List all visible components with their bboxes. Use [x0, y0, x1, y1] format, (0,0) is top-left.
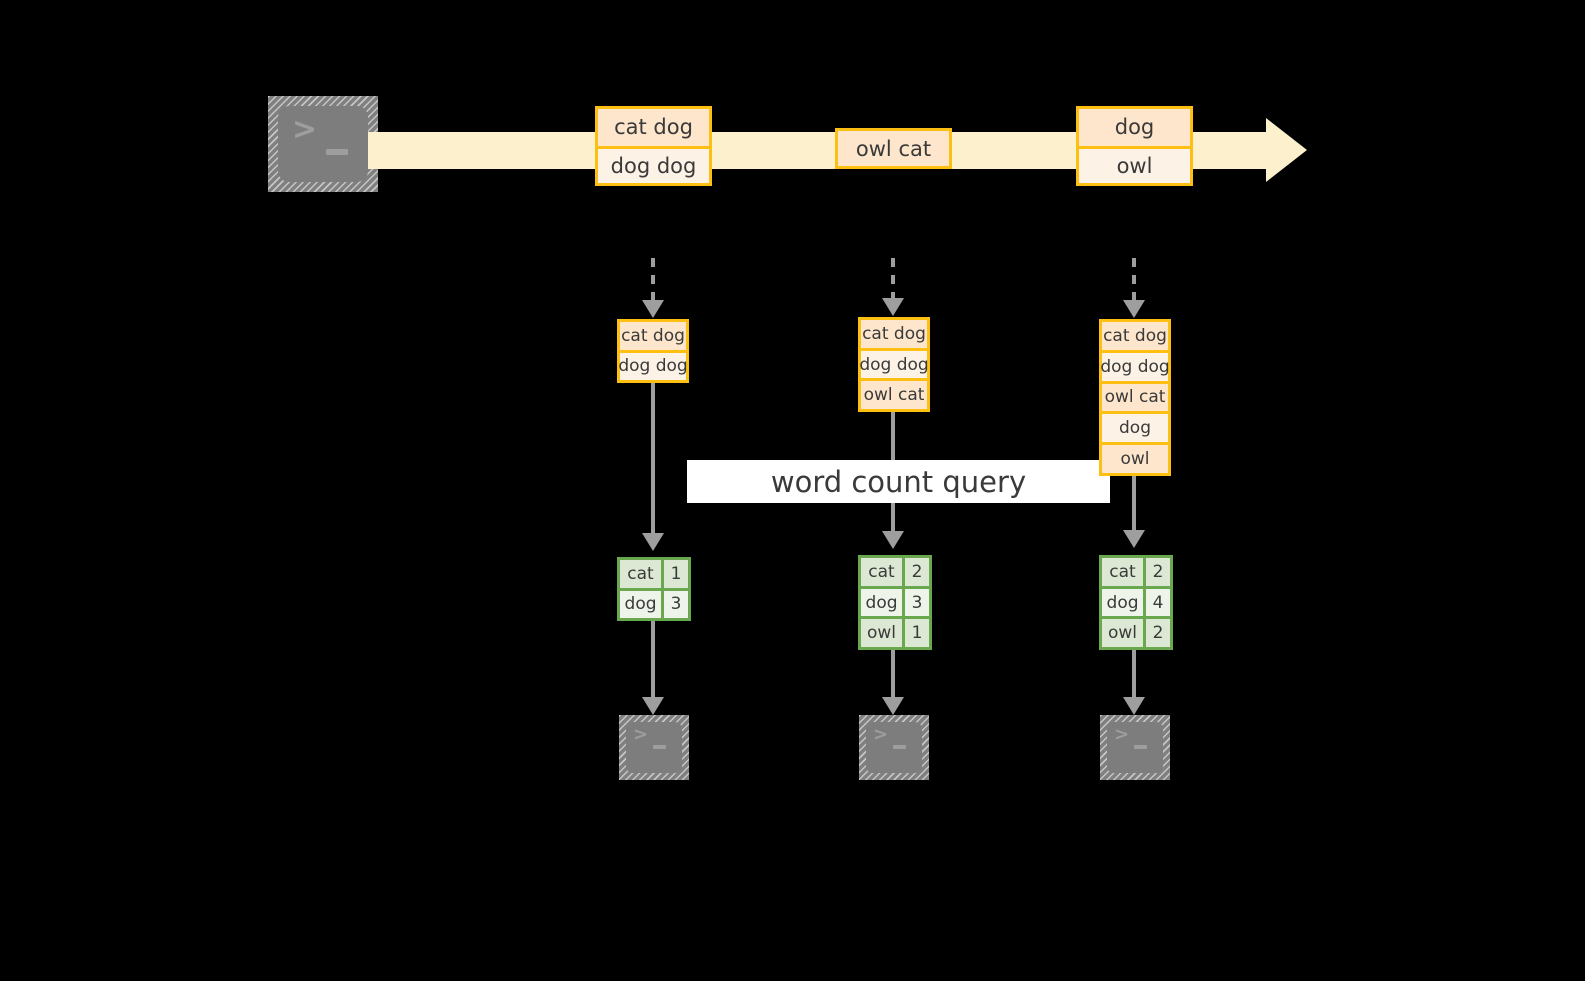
- prompt-cursor-icon: [653, 745, 666, 749]
- snapshot-row: dog dog: [618, 349, 688, 380]
- result-row: owl 1: [861, 616, 929, 648]
- result-word-cell: dog: [861, 588, 903, 617]
- terminal-screen: >: [866, 722, 922, 773]
- prompt-cursor-icon: [326, 149, 348, 155]
- result-word-cell: dog: [620, 590, 662, 618]
- query-arrow-head-1: [642, 533, 664, 551]
- stream-event-row: cat dog: [598, 109, 709, 146]
- snapshot-box-3: cat dog dog dog owl cat dog owl: [1099, 319, 1171, 476]
- result-count-cell: 1: [661, 560, 688, 588]
- query-line-1: [651, 383, 655, 535]
- snapshot-row: dog dog: [1100, 349, 1170, 381]
- result-word-cell: cat: [1102, 558, 1144, 586]
- result-count-cell: 2: [902, 558, 929, 586]
- prompt-chevron-icon: >: [873, 724, 889, 745]
- trigger-dashed-line-3: [1132, 258, 1136, 303]
- snapshot-row: owl: [1102, 442, 1168, 473]
- snapshot-row: owl cat: [861, 378, 927, 410]
- result-row: cat 1: [620, 560, 688, 588]
- stream-event-3: dog owl: [1076, 106, 1193, 186]
- result-count-cell: 2: [1143, 619, 1170, 648]
- snapshot-row: cat dog: [1102, 322, 1168, 350]
- stream-event-row: dog dog: [598, 145, 709, 183]
- result-table-3: cat 2 dog 4 owl 2: [1099, 555, 1173, 650]
- query-arrow-head-2: [882, 531, 904, 549]
- terminal-screen: >: [626, 722, 682, 773]
- sink-terminal-icon-3: >: [1100, 715, 1170, 780]
- query-arrow-head-3: [1123, 530, 1145, 548]
- prompt-cursor-icon: [893, 745, 906, 749]
- stream-event-row: owl cat: [838, 131, 949, 166]
- source-terminal-icon: >: [268, 96, 378, 192]
- result-row: cat 2: [1102, 558, 1170, 586]
- sink-arrow-head-3: [1123, 697, 1145, 715]
- sink-line-3: [1132, 650, 1136, 699]
- trigger-arrow-head-1: [642, 300, 664, 318]
- stream-event-1: cat dog dog dog: [595, 106, 712, 186]
- snapshot-row: owl cat: [1102, 380, 1168, 412]
- result-word-cell: owl: [1102, 619, 1144, 648]
- result-row: dog 4: [1102, 585, 1170, 617]
- prompt-chevron-icon: >: [292, 112, 318, 147]
- stream-event-row: dog: [1079, 109, 1190, 146]
- stream-event-row: owl: [1079, 145, 1190, 183]
- result-table-2: cat 2 dog 3 owl 1: [858, 555, 932, 650]
- result-count-cell: 2: [1143, 558, 1170, 586]
- snapshot-row: dog dog: [859, 347, 929, 379]
- result-word-cell: cat: [620, 560, 662, 588]
- trigger-dashed-line-1: [651, 258, 655, 303]
- result-word-cell: dog: [1102, 588, 1144, 617]
- result-count-cell: 4: [1143, 588, 1170, 617]
- query-line-3: [1132, 476, 1136, 532]
- query-label: word count query: [687, 460, 1110, 503]
- trigger-arrow-head-3: [1123, 300, 1145, 318]
- result-count-cell: 3: [661, 590, 688, 618]
- result-row: cat 2: [861, 558, 929, 586]
- prompt-chevron-icon: >: [1114, 724, 1130, 745]
- terminal-screen: >: [278, 106, 368, 182]
- result-table-1: cat 1 dog 3: [617, 557, 691, 621]
- stream-event-2: owl cat: [835, 128, 952, 169]
- result-word-cell: cat: [861, 558, 903, 586]
- result-row: dog 3: [861, 585, 929, 617]
- snapshot-box-1: cat dog dog dog: [617, 319, 689, 383]
- result-count-cell: 1: [902, 619, 929, 648]
- sink-terminal-icon-2: >: [859, 715, 929, 780]
- snapshot-box-2: cat dog dog dog owl cat: [858, 317, 930, 412]
- result-count-cell: 3: [902, 588, 929, 617]
- stream-arrow-head: [1266, 118, 1307, 182]
- sink-line-1: [651, 621, 655, 699]
- trigger-arrow-head-2: [882, 298, 904, 316]
- result-row: dog 3: [620, 587, 688, 618]
- sink-arrow-head-1: [642, 697, 664, 715]
- sink-terminal-icon-1: >: [619, 715, 689, 780]
- snapshot-row: dog: [1102, 411, 1168, 443]
- snapshot-row: cat dog: [861, 320, 927, 348]
- sink-line-2: [891, 650, 895, 699]
- snapshot-row: cat dog: [620, 322, 686, 350]
- prompt-chevron-icon: >: [633, 724, 649, 745]
- trigger-dashed-line-2: [891, 258, 895, 301]
- result-word-cell: owl: [861, 619, 903, 648]
- result-row: owl 2: [1102, 616, 1170, 648]
- prompt-cursor-icon: [1134, 745, 1147, 749]
- sink-arrow-head-2: [882, 697, 904, 715]
- terminal-screen: >: [1107, 722, 1163, 773]
